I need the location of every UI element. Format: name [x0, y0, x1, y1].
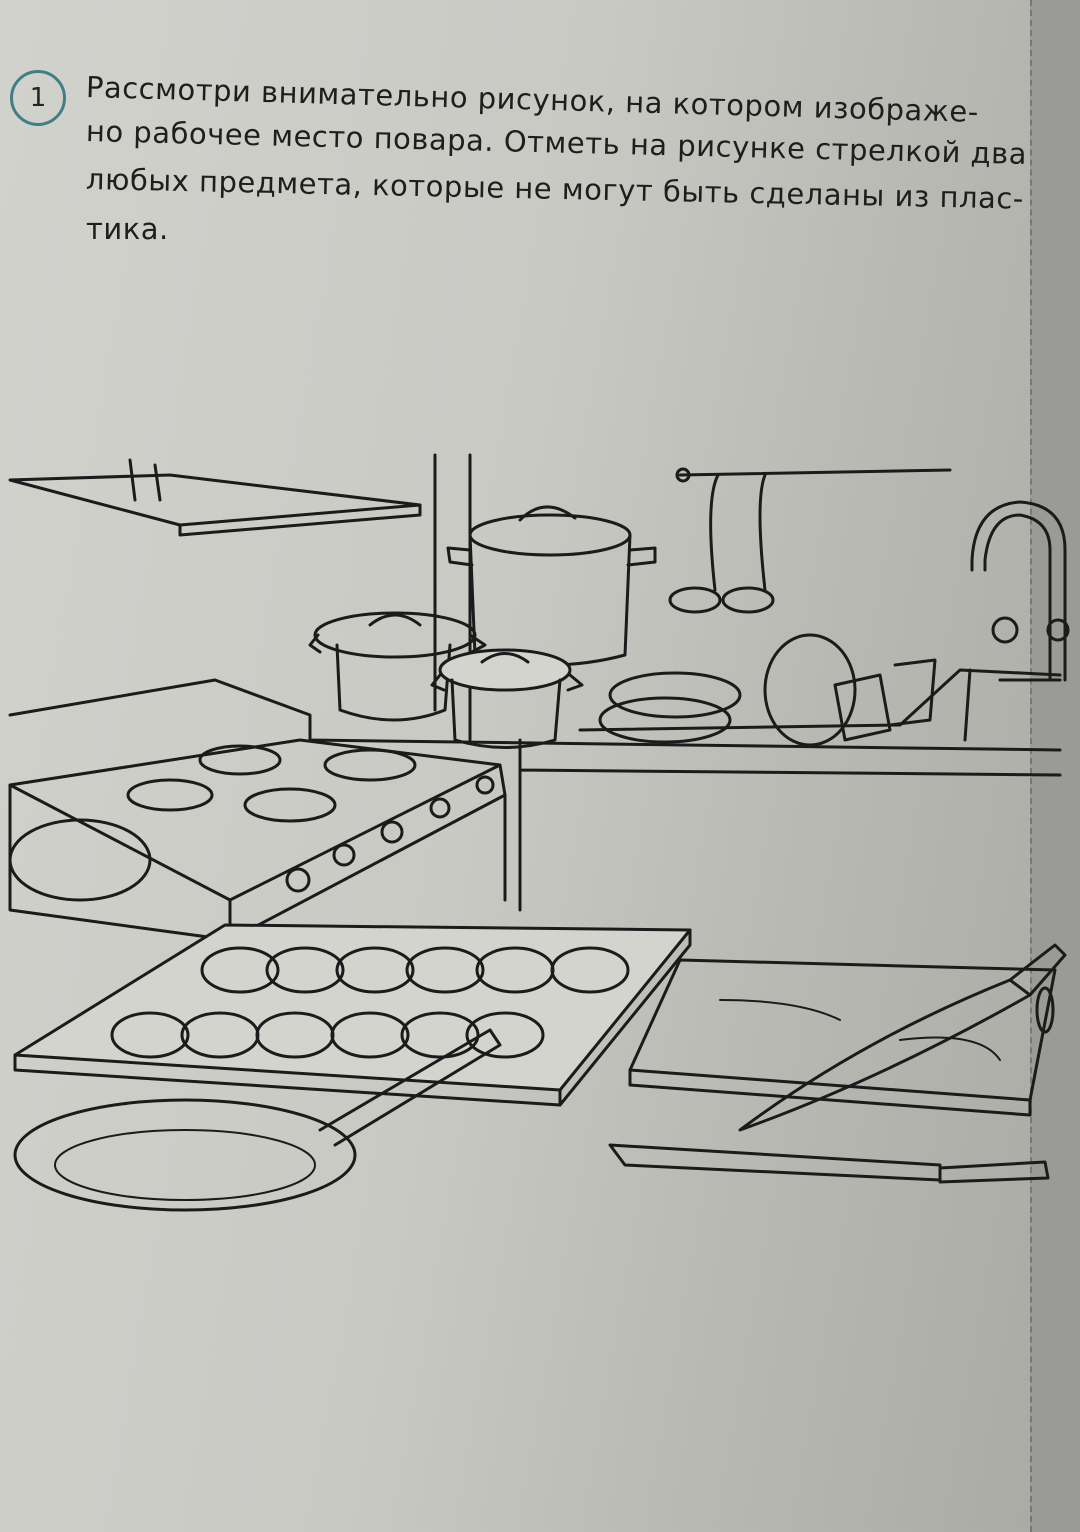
cutting-board — [628, 958, 1057, 1117]
bread-knife — [608, 1143, 1050, 1184]
dish-rack — [578, 633, 1062, 747]
baking-tray — [13, 923, 692, 1107]
saucepan-left — [308, 611, 487, 722]
range-hood — [8, 458, 422, 537]
page-edge — [1030, 0, 1080, 1532]
faucet — [970, 500, 1070, 682]
task-number-badge: 1 — [10, 70, 66, 126]
kitchen-illustration — [8, 453, 1070, 1212]
counter — [8, 678, 1062, 912]
chef-knife — [738, 943, 1067, 1132]
sink — [963, 668, 1062, 742]
frying-pan — [13, 1028, 502, 1212]
ladles — [668, 467, 952, 614]
task-text-line: любых предмета, которые не могут быть сд… — [85, 162, 1025, 216]
saucepan-right — [430, 648, 584, 749]
task-text-line: тика. — [86, 212, 169, 246]
stove — [8, 738, 507, 942]
